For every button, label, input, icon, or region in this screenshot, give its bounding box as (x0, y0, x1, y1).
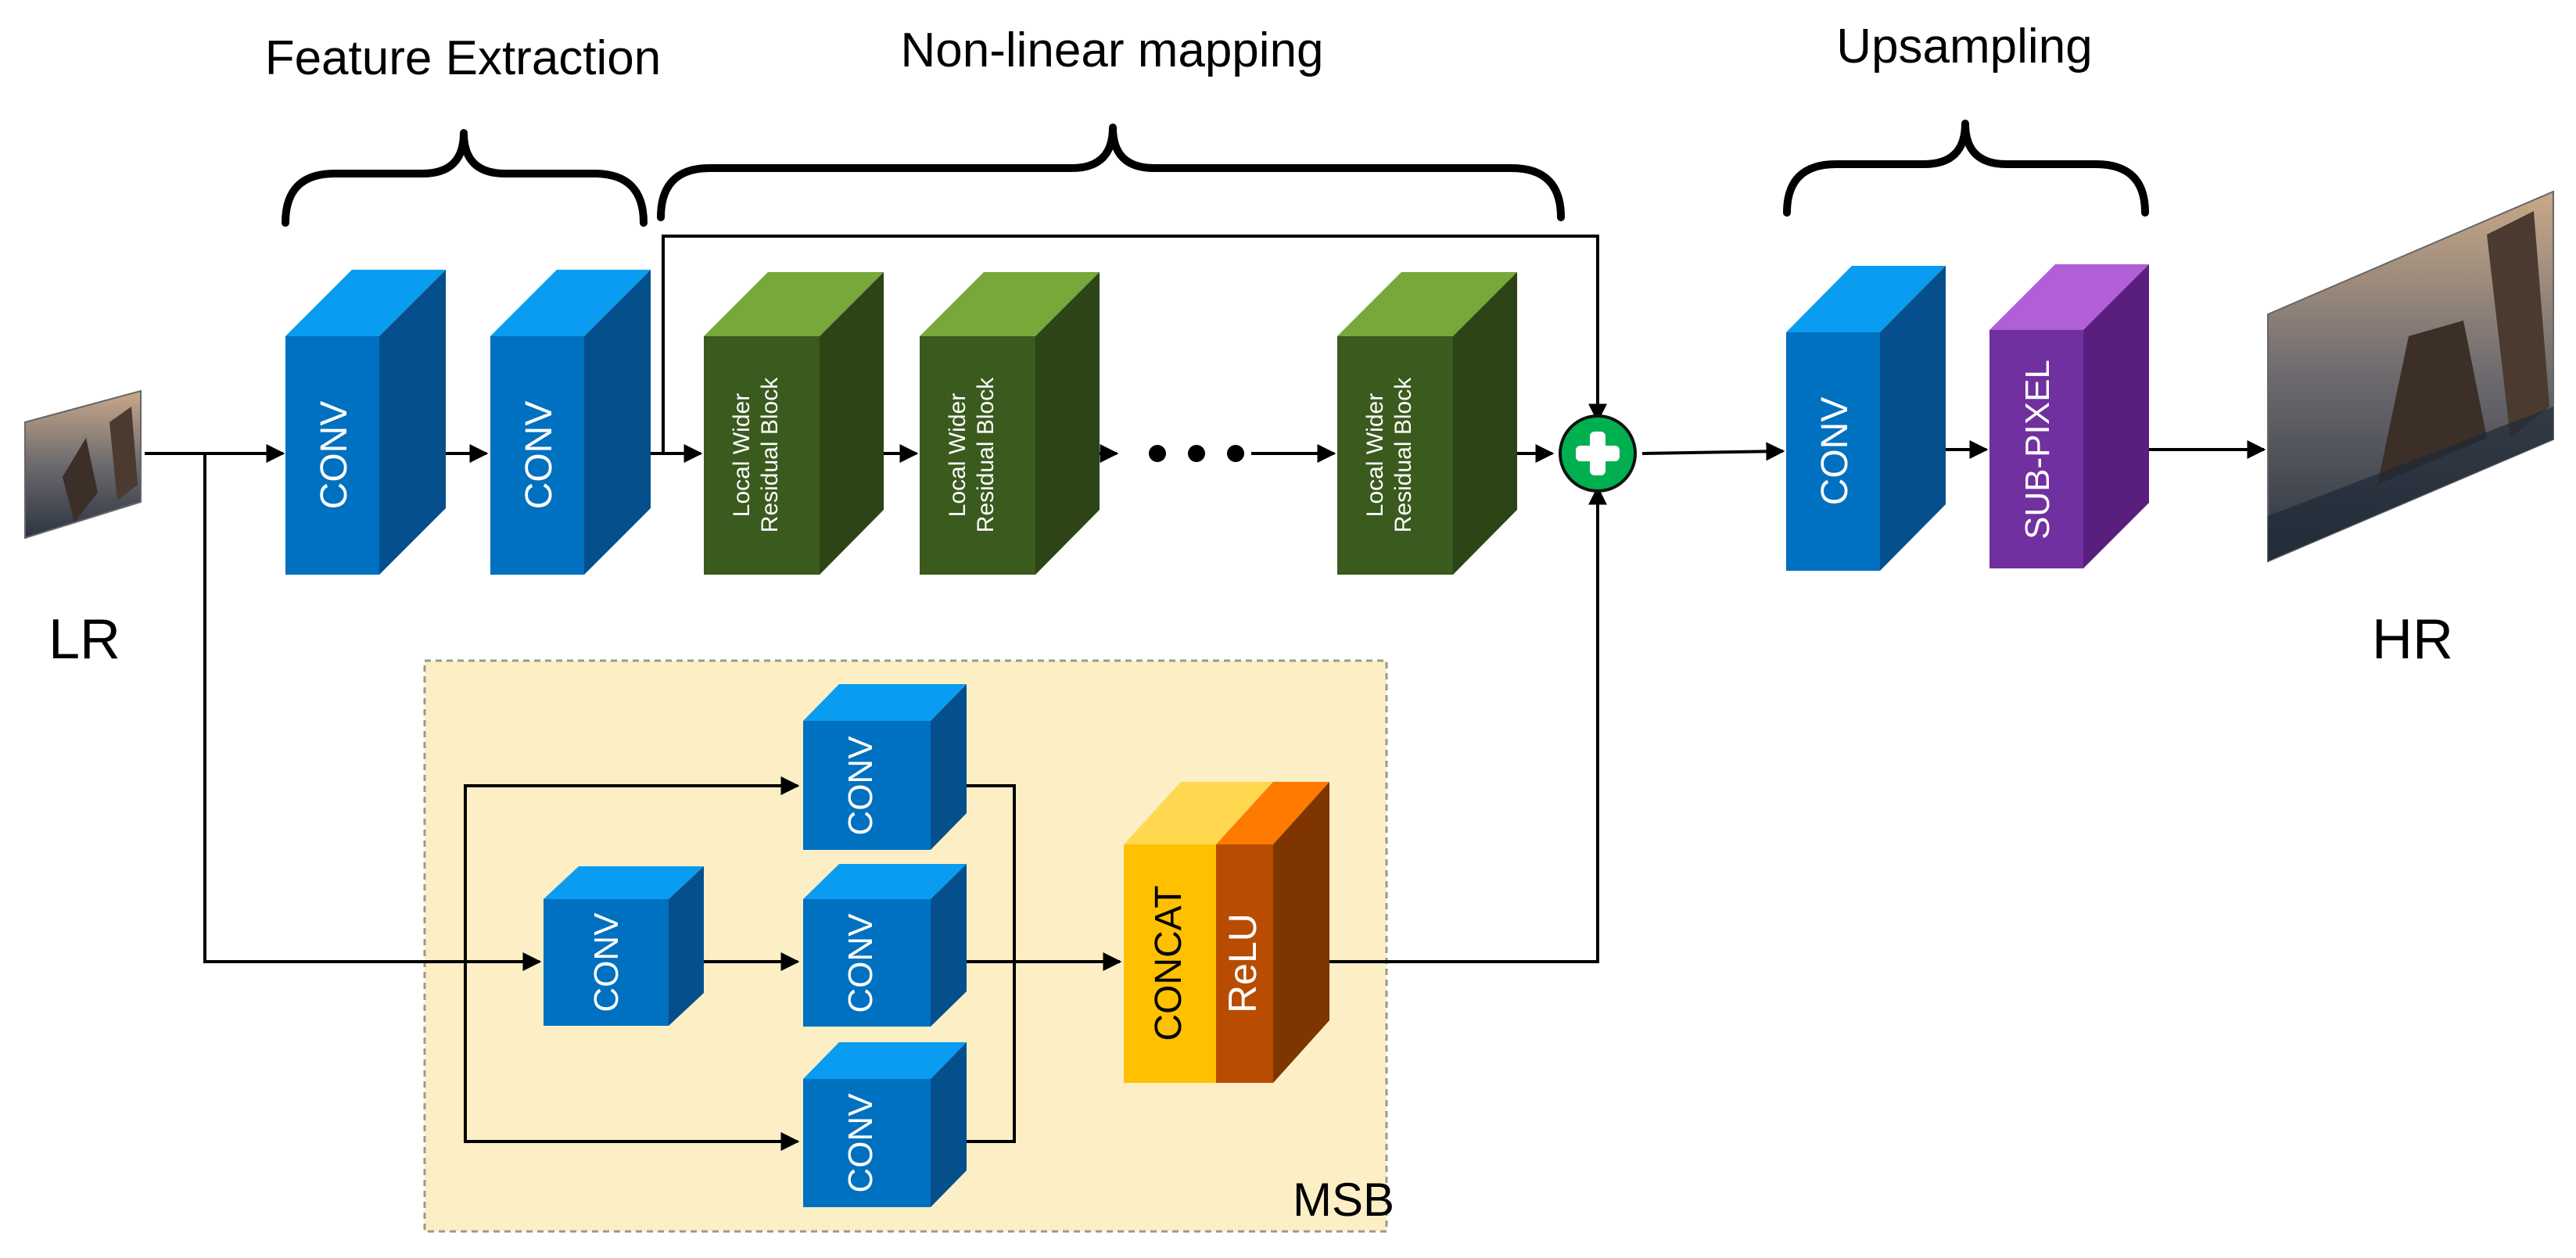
conv-top-to-merge (967, 784, 1016, 1143)
concat-label: CONCAT (1148, 885, 1189, 1041)
conv-block-3: CONV (1786, 266, 1946, 571)
residual-block-label-line2: Residual Block (973, 377, 999, 532)
conv-label: CONV (841, 913, 880, 1013)
arrow-to-conv-top (464, 776, 800, 962)
hr-image (2267, 190, 2554, 563)
feature-extraction-header: Feature Extraction (265, 31, 662, 85)
lr-image (24, 389, 142, 539)
arrow-to-conv-bottom (464, 962, 800, 1151)
nonlinear-mapping-header: Non-linear mapping (900, 23, 1323, 77)
concat-block (1124, 844, 1216, 1083)
residual-block-2: Local Wider Residual Block (920, 272, 1100, 575)
adder-icon (1559, 414, 1637, 493)
msb-conv-middle: CONV (803, 864, 967, 1027)
feature-extraction-brace (282, 129, 648, 227)
residual-block-1: Local Wider Residual Block (704, 272, 884, 575)
conv-block-1: CONV (285, 270, 446, 575)
msb-conv-top: CONV (803, 684, 967, 850)
conv-label: CONV (841, 736, 880, 836)
subpixel-block: SUB-PIXEL (1989, 264, 2149, 568)
concat-relu-block: CONCAT ReLU (1124, 782, 1329, 1083)
nonlinear-mapping-brace (657, 124, 1565, 221)
msb-label: MSB (1293, 1174, 1394, 1226)
conv-label: CONV (1814, 397, 1856, 506)
global-skip-connection (662, 235, 1607, 453)
msb-conv-bottom: CONV (803, 1042, 967, 1207)
hr-label: HR (2372, 608, 2453, 671)
msb-to-adder (1302, 486, 1607, 963)
lr-label: LR (48, 608, 120, 671)
conv-label: CONV (587, 912, 626, 1012)
lr-branch-to-msb (203, 453, 542, 971)
conv-block-2: CONV (490, 270, 651, 575)
residual-block-label-line1: Local Wider (1362, 393, 1388, 517)
residual-block-label-line2: Residual Block (757, 377, 783, 532)
relu-label: ReLU (1221, 913, 1265, 1013)
conv-label: CONV (841, 1093, 880, 1193)
msb-conv-left: CONV (544, 866, 704, 1026)
conv-label: CONV (518, 401, 560, 510)
residual-block-3: Local Wider Residual Block (1337, 272, 1517, 575)
relu-block (1216, 844, 1273, 1083)
upsampling-header: Upsampling (1836, 20, 2092, 73)
conv-label: CONV (314, 401, 355, 510)
ellipsis-dots (1149, 445, 1244, 462)
residual-block-label-line1: Local Wider (729, 393, 755, 517)
residual-block-label-line2: Residual Block (1390, 377, 1416, 532)
residual-block-label-line1: Local Wider (945, 393, 970, 517)
upsampling-brace (1783, 120, 2149, 217)
arrow-adder-to-conv3 (1641, 442, 1785, 461)
subpixel-label: SUB-PIXEL (2018, 360, 2057, 539)
